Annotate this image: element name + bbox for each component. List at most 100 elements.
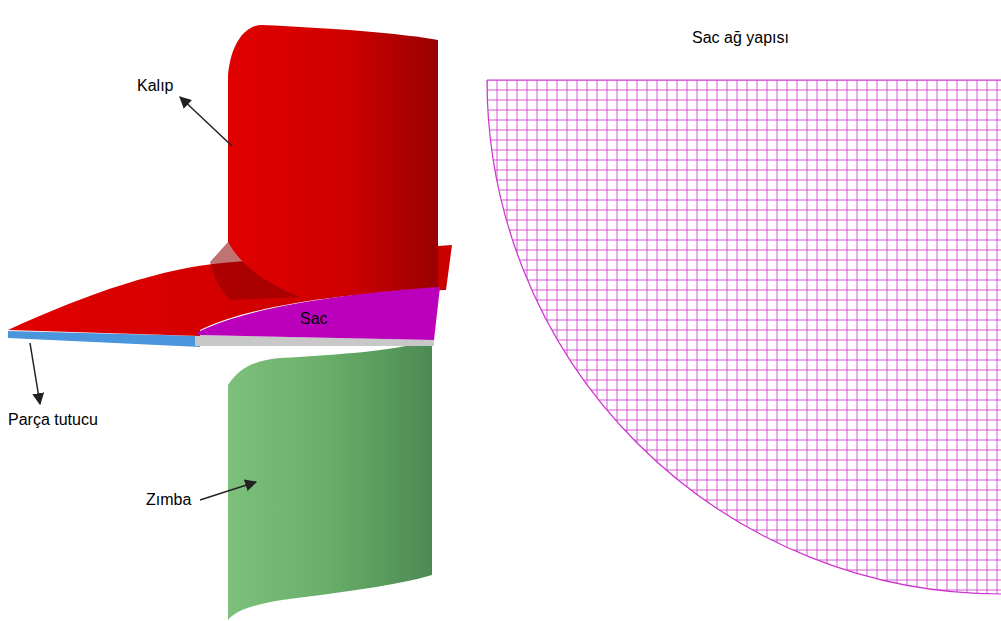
- mesh-line: [487, 180, 1001, 181]
- mesh-line: [487, 580, 1001, 581]
- mesh-line: [487, 200, 1001, 201]
- mesh-line: [617, 80, 618, 594]
- mesh-line: [487, 370, 1001, 371]
- part-label: Sac: [300, 309, 328, 328]
- mesh-line: [987, 80, 988, 594]
- mesh-line: [897, 80, 898, 594]
- panel-heading: Sac ağ yapısı: [692, 28, 789, 47]
- mesh-line: [647, 80, 648, 594]
- mesh-line: [487, 100, 1001, 101]
- mesh-line: [637, 80, 638, 594]
- mesh-line: [487, 160, 1001, 161]
- mesh-line: [487, 120, 1001, 121]
- mesh-line: [507, 80, 508, 594]
- mesh-line: [487, 520, 1001, 521]
- mesh-line: [577, 80, 578, 594]
- mesh-line: [487, 90, 1001, 91]
- mesh-line: [597, 80, 598, 594]
- mesh-line: [977, 80, 978, 594]
- die-shoulder-shade: [210, 242, 300, 300]
- mesh-line: [487, 560, 1001, 561]
- mesh-line: [877, 80, 878, 594]
- mesh-line: [887, 80, 888, 594]
- mesh-line: [487, 230, 1001, 231]
- mesh-line: [687, 80, 688, 594]
- leader-line: [30, 343, 40, 404]
- mesh-line: [487, 130, 1001, 131]
- mesh-line: [487, 410, 1001, 411]
- mesh-line: [487, 340, 1001, 341]
- mesh-line: [677, 80, 678, 594]
- mesh-line: [807, 80, 808, 594]
- mesh-line: [497, 80, 498, 594]
- mesh-boundary: [487, 79, 1001, 80]
- mesh-line: [487, 260, 1001, 261]
- mesh-line: [607, 80, 608, 594]
- mesh-line: [667, 80, 668, 594]
- mesh-line: [817, 80, 818, 594]
- mesh-line: [837, 80, 838, 594]
- mesh-line: [487, 550, 1001, 551]
- mesh-line: [487, 240, 1001, 241]
- mesh-line: [487, 150, 1001, 151]
- mesh-line: [657, 80, 658, 594]
- mesh-line: [487, 510, 1001, 511]
- part-label: Kalıp: [137, 76, 173, 95]
- mesh-line: [777, 80, 778, 594]
- mesh-line: [707, 80, 708, 594]
- mesh-line: [587, 80, 588, 594]
- mesh-line: [487, 320, 1001, 321]
- mesh-line: [927, 80, 928, 594]
- mesh-line: [627, 80, 628, 594]
- mesh-line: [487, 460, 1001, 461]
- mesh-line: [557, 80, 558, 594]
- punch-body: [228, 340, 432, 620]
- mesh-line: [767, 80, 768, 594]
- mesh-line: [947, 80, 948, 594]
- mesh-line: [487, 430, 1001, 431]
- mesh-line: [487, 590, 1001, 591]
- mesh-line: [827, 80, 828, 594]
- mesh-line: [747, 80, 748, 594]
- mesh-line: [487, 250, 1001, 251]
- mesh-line: [487, 540, 1001, 541]
- mesh-line: [487, 480, 1001, 481]
- mesh-line: [857, 80, 858, 594]
- mesh-line: [487, 530, 1001, 531]
- mesh-line: [967, 80, 968, 594]
- mesh-line: [487, 330, 1001, 331]
- mesh-line: [907, 80, 908, 594]
- sheet-mesh: [487, 80, 1001, 594]
- part-label: Parça tutucu: [8, 410, 98, 429]
- mesh-line: [487, 450, 1001, 451]
- leader-line: [180, 97, 232, 146]
- mesh-line: [487, 400, 1001, 401]
- mesh-line: [487, 440, 1001, 441]
- mesh-line: [487, 500, 1001, 501]
- mesh-line: [757, 80, 758, 594]
- mesh-line: [487, 570, 1001, 571]
- mesh-line: [567, 80, 568, 594]
- mesh-line: [487, 360, 1001, 361]
- mesh-line: [487, 470, 1001, 471]
- mesh-line: [487, 390, 1001, 391]
- mesh-line: [957, 80, 958, 594]
- mesh-line: [797, 80, 798, 594]
- mesh-boundary: [487, 80, 1001, 594]
- mesh-line: [487, 110, 1001, 111]
- mesh-line: [867, 80, 868, 594]
- part-label: Zımba: [146, 490, 191, 509]
- mesh-line: [847, 80, 848, 594]
- mesh-line: [717, 80, 718, 594]
- mesh-line: [537, 80, 538, 594]
- mesh-line: [487, 310, 1001, 311]
- mesh-line: [697, 80, 698, 594]
- mesh-line: [937, 80, 938, 594]
- mesh-line: [727, 80, 728, 594]
- mesh-line: [487, 80, 1001, 81]
- mesh-line: [487, 220, 1001, 221]
- mesh-line: [487, 280, 1001, 281]
- mesh-line: [487, 140, 1001, 141]
- mesh-line: [547, 80, 548, 594]
